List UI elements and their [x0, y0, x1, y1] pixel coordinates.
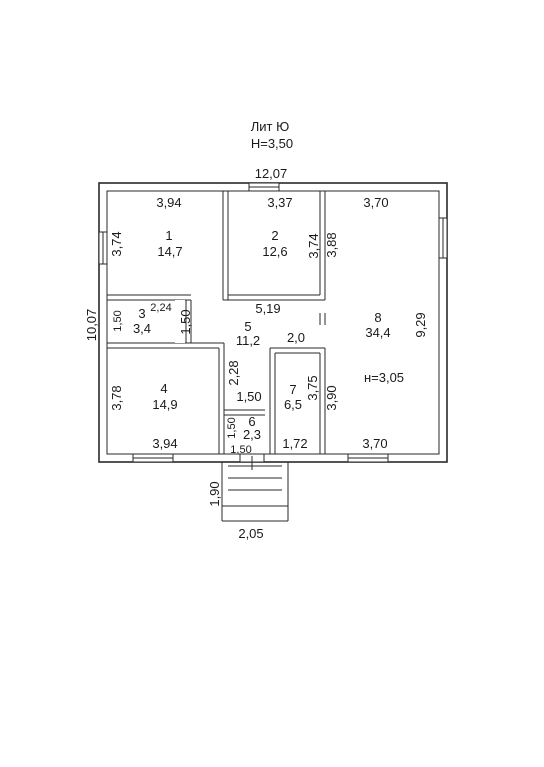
dim-r2-top: 3,37	[267, 195, 292, 210]
dim-r1-left: 3,74	[109, 231, 124, 256]
room-4-number: 4	[160, 381, 167, 396]
room-1-number: 1	[165, 228, 172, 243]
room-2-number: 2	[271, 228, 278, 243]
dim-r7-side: 3,75	[305, 375, 320, 400]
room-5-number: 5	[244, 319, 251, 334]
dim-r8-left: 3,88	[324, 232, 339, 257]
room-7-area: 6,5	[284, 397, 302, 412]
room-4-area: 14,9	[152, 397, 177, 412]
outer-wall	[98, 182, 448, 463]
dim-porch-width: 2,05	[238, 526, 263, 541]
room-7-number: 7	[289, 382, 296, 397]
room-8-number: 8	[374, 310, 381, 325]
building-height: Н=3,50	[251, 136, 293, 151]
overall-depth: 10,07	[84, 309, 99, 342]
dim-r5-right: 2,0	[287, 330, 305, 345]
dim-r3-left: 1,50	[112, 310, 124, 331]
dim-r8-inner: 3,90	[324, 385, 339, 410]
room-6-number: 6	[248, 414, 255, 429]
building-title: Лит Ю	[251, 119, 290, 134]
dim-r4-bottom: 3,94	[152, 436, 177, 451]
dim-r8-right: 9,29	[413, 312, 428, 337]
dim-r1-top: 3,94	[156, 195, 181, 210]
dim-corridor-side: 2,28	[226, 360, 241, 385]
dim-r7-bottom: 1,72	[282, 436, 307, 451]
dim-porch-depth: 1,90	[207, 481, 222, 506]
room-1-area: 14,7	[157, 244, 182, 259]
room-3-number: 3	[138, 306, 145, 321]
dim-r6-side: 1,50	[226, 417, 238, 438]
dim-r4-left: 3,78	[109, 385, 124, 410]
room-5-area: 11,2	[236, 333, 260, 348]
dim-r6-bottom: 1,50	[230, 444, 251, 456]
dim-corridor-width: 1,50	[236, 389, 261, 404]
dim-r3-right: 1,50	[178, 309, 193, 334]
dim-r5-top: 5,19	[255, 301, 280, 316]
room-6-area: 2,3	[243, 427, 261, 442]
room-2-area: 12,6	[262, 244, 287, 259]
dim-r3-top: 2,24	[150, 302, 171, 314]
dim-r8-bottom: 3,70	[362, 436, 387, 451]
dim-r8-top: 3,70	[363, 195, 388, 210]
room-8-area: 34,4	[365, 325, 390, 340]
dim-r2-right: 3,74	[306, 233, 321, 258]
room-8-height: н=3,05	[364, 370, 404, 385]
room-3-area: 3,4	[133, 321, 151, 336]
overall-width: 12,07	[255, 166, 288, 181]
